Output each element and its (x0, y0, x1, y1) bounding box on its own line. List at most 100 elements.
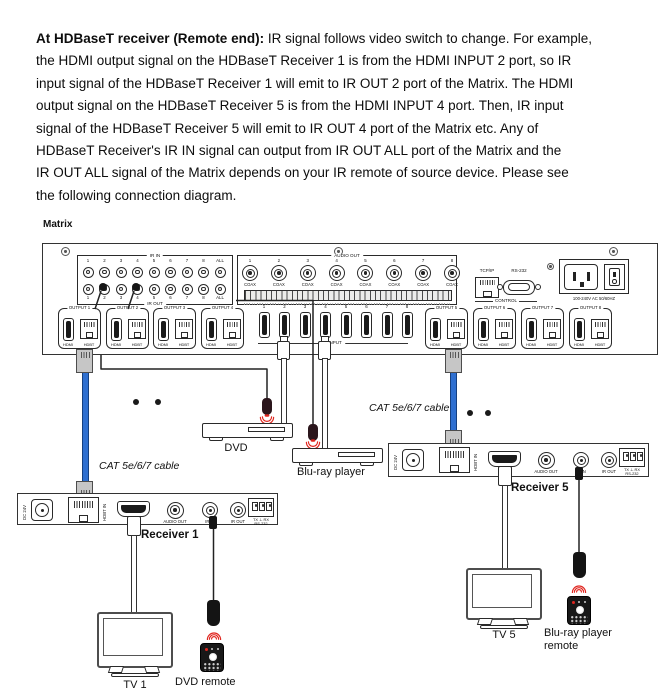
ir-emitter (262, 398, 272, 415)
cat-cable-label-left: CAT 5e/6/7 cable (99, 460, 180, 472)
dvd-player-foot (209, 437, 223, 441)
hdbt-rj45-port (543, 319, 561, 339)
tv5-label: TV 5 (492, 629, 516, 641)
hdmi-port (574, 318, 585, 341)
hdbt-rj45-port (175, 319, 193, 339)
hdmi-port-label: HDMI (206, 341, 216, 347)
screw-slot (64, 250, 67, 253)
hdmi-port-inner (161, 321, 166, 338)
ir-in-plug (209, 516, 217, 529)
hdmi-port-inner (282, 315, 287, 335)
paragraph-line: the HDMI output signal on the HDBaseT Re… (36, 53, 572, 69)
receiver5-name: Receiver 5 (511, 482, 569, 494)
ir-out-label: IR OUT (601, 469, 617, 474)
hdbt-port-label: HDBT (178, 341, 190, 347)
tv-screen (472, 574, 532, 608)
ir-in-port-number: 8 (202, 258, 205, 263)
receiver1-name: Receiver 1 (141, 529, 199, 541)
ac-inlet (564, 264, 598, 290)
rj45-pins (178, 322, 191, 327)
bluray-remote-label-line2: remote (544, 640, 579, 652)
cat-cable (450, 373, 457, 430)
more-receivers-dot (467, 410, 473, 416)
output-block-title: OUTPUT 2 (114, 305, 141, 311)
input-port-number: 8 (405, 304, 409, 309)
rs232-terminal (619, 447, 645, 467)
ir-in-port-ring (201, 269, 206, 275)
ir-in-port-ring (217, 269, 223, 275)
bluray-label: Blu-ray player (297, 466, 365, 478)
rj45-notch (453, 332, 461, 338)
ir-in-port-number: 5 (152, 258, 156, 263)
hdbt-port-label: HDBT (83, 341, 95, 347)
screw-icon (61, 247, 70, 256)
hdbt-rj45-port (591, 319, 609, 339)
audio-out-label: AUDIO OUT (534, 469, 558, 474)
paragraph-line1-rest: IR signal follows video switch to change… (264, 31, 592, 46)
power-rating-label: 100-240V AC 50/60HZ (572, 296, 616, 301)
rj45-pins (450, 322, 463, 327)
hdmi-port-label: HDMI (430, 341, 440, 347)
dc-24v-label: DC 24V (393, 454, 398, 470)
control-label: CONTROL (492, 297, 520, 304)
hdmi-port (258, 312, 270, 338)
audio-coax-port-hole (392, 271, 397, 275)
rj45-pins (498, 322, 511, 327)
audio-port-number: 1 (248, 258, 252, 263)
remote-key-dot (211, 647, 214, 650)
hdmi-port-label: HDMI (574, 341, 584, 347)
hdmi-port (206, 318, 217, 341)
ir-out-port-number: 5 (152, 294, 156, 300)
terminal-pin-screw (268, 504, 272, 507)
rs232-terminal-label: RS-232 (254, 521, 268, 526)
audio-out-title: AUDIO OUT (331, 253, 363, 259)
hdmi-port-inner (364, 315, 369, 335)
ir-in-port-number: 4 (136, 258, 139, 263)
ir-emitter (308, 424, 318, 441)
hdmi-port (340, 312, 352, 338)
remote-nav-circle (208, 653, 217, 661)
hdbt-port-label: HDBT (594, 341, 606, 347)
terminal-pin (252, 501, 258, 511)
rj45-pins (479, 280, 495, 286)
hdmi-port (63, 318, 74, 341)
ir-out-port-ring (168, 286, 173, 292)
hdmi-port (526, 318, 537, 341)
audio-port-number: 2 (277, 258, 281, 263)
rj45-pins (546, 322, 559, 327)
ir-out-title: IR OUT (144, 301, 166, 307)
hdmi-port (320, 312, 331, 338)
output-block-title: OUTPUT 5 (433, 305, 460, 311)
input-title: INPUT (325, 340, 345, 346)
hdbt-rj45-port (495, 319, 513, 339)
hdmi-port-inner (577, 321, 582, 338)
audio-out-port-hole (544, 458, 548, 462)
rj45-pins (131, 322, 144, 327)
hdmi-port-inner (343, 315, 349, 335)
remote-nav-circle (575, 606, 584, 614)
hdmi-port-inner (120, 504, 147, 514)
rj45-pins (226, 322, 239, 327)
hdbt-rj45-port (447, 319, 465, 339)
ir-out-port-number: 7 (185, 294, 189, 300)
terminal-pin-screw (261, 504, 265, 507)
ir-in-port-ring (85, 269, 91, 275)
hdmi-port (299, 312, 311, 338)
hdmi-cable (321, 358, 328, 449)
hdmi-port (158, 318, 169, 341)
rj45-notch (181, 332, 189, 338)
tv-foot (512, 618, 530, 625)
input-port-number: 4 (324, 304, 327, 309)
ir-in-port-ring (135, 269, 140, 275)
audio-coax-port-hole (277, 271, 281, 275)
hdmi-port (117, 501, 150, 517)
dc-jack (31, 499, 53, 521)
audio-port-number: 4 (335, 258, 338, 263)
ir-in-plug (575, 467, 583, 480)
paragraph-line: output signal on the HDBaseT Receiver 5 … (36, 98, 564, 114)
terminal-pin-screw (632, 454, 636, 457)
